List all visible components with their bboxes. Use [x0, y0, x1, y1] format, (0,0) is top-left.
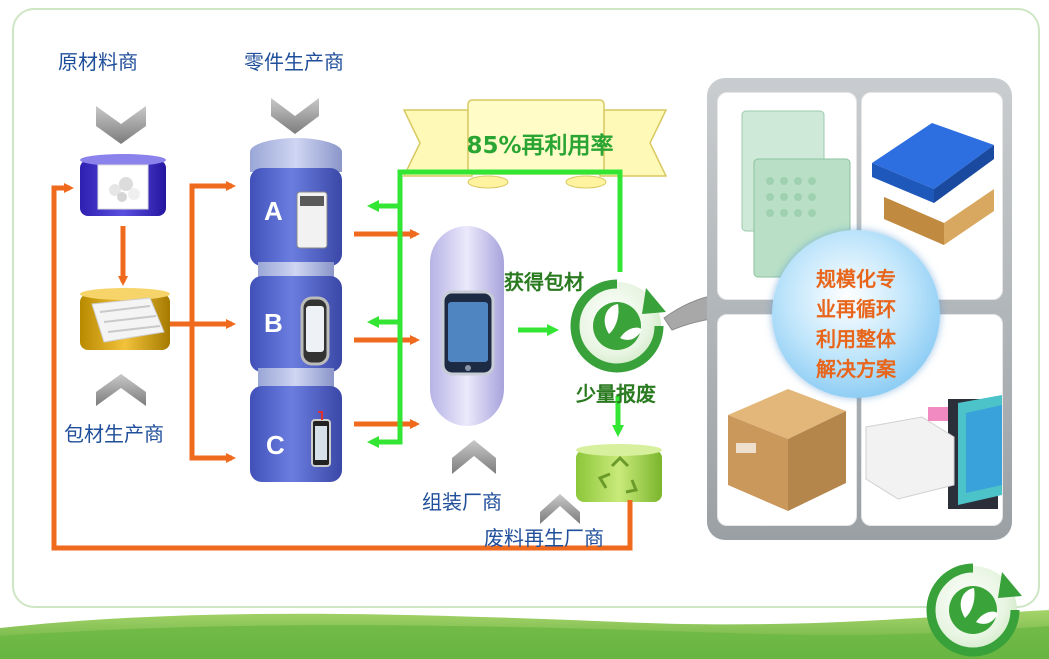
product-photo-panel: [707, 78, 1012, 540]
chevron-down-parts: [271, 98, 319, 134]
parts-maker-label: 零件生产商: [244, 50, 344, 74]
cylinder-letter-c: C: [266, 430, 285, 460]
packaging-maker-label: 包材生产商: [64, 422, 164, 446]
cylinder-letter-a: A: [264, 196, 283, 226]
recycler-cylinder: [576, 444, 662, 502]
get-packaging-label: 获得包材: [504, 270, 584, 294]
packaging-cylinder: [80, 288, 170, 350]
less-scrap-label: 少量报废: [576, 382, 656, 406]
tile-blister-trays: [717, 92, 857, 300]
assembly-cylinder: [430, 226, 504, 426]
chevron-up-packaging: [96, 374, 146, 406]
parts-cylinder-a: [250, 138, 342, 266]
assembly-label: 组装厂商: [422, 490, 502, 514]
solution-text: 规模化专 业再循环 利用整体 解决方案: [772, 264, 940, 384]
cardboard-box-image: [728, 389, 846, 511]
banner-ribbon: [402, 99, 668, 189]
raw-material-cylinder: [80, 154, 166, 216]
green-flow-lines: [367, 169, 624, 448]
solution-line-2: 业再循环: [816, 297, 896, 321]
solution-line-4: 解决方案: [816, 357, 896, 381]
foam-packaging-image: [865, 395, 1002, 509]
parts-cylinder-b: [250, 262, 342, 372]
solution-line-3: 利用整体: [816, 327, 896, 351]
grass-decoration: [0, 610, 1049, 659]
pallet-image: [872, 123, 994, 245]
reuse-rate-banner-text: 85%再利用率: [466, 133, 614, 159]
waste-recycler-label: 废料再生厂商: [484, 526, 604, 550]
chevron-down-raw: [96, 106, 146, 144]
cylinder-letter-b: B: [264, 308, 283, 338]
recycle-logo-corner: [926, 563, 1022, 657]
tile-pallets: [861, 92, 1003, 300]
chevron-up-recycler: [540, 494, 580, 524]
parts-cylinder-c: [250, 368, 342, 482]
solution-line-1: 规模化专: [816, 267, 896, 291]
recycle-logo-center: [570, 279, 666, 373]
orange-flow-lines: [51, 181, 633, 551]
chevron-up-assembly: [452, 440, 496, 474]
solution-bubble: 规模化专 业再循环 利用整体 解决方案: [772, 230, 940, 398]
raw-material-label: 原材料商: [58, 50, 138, 74]
